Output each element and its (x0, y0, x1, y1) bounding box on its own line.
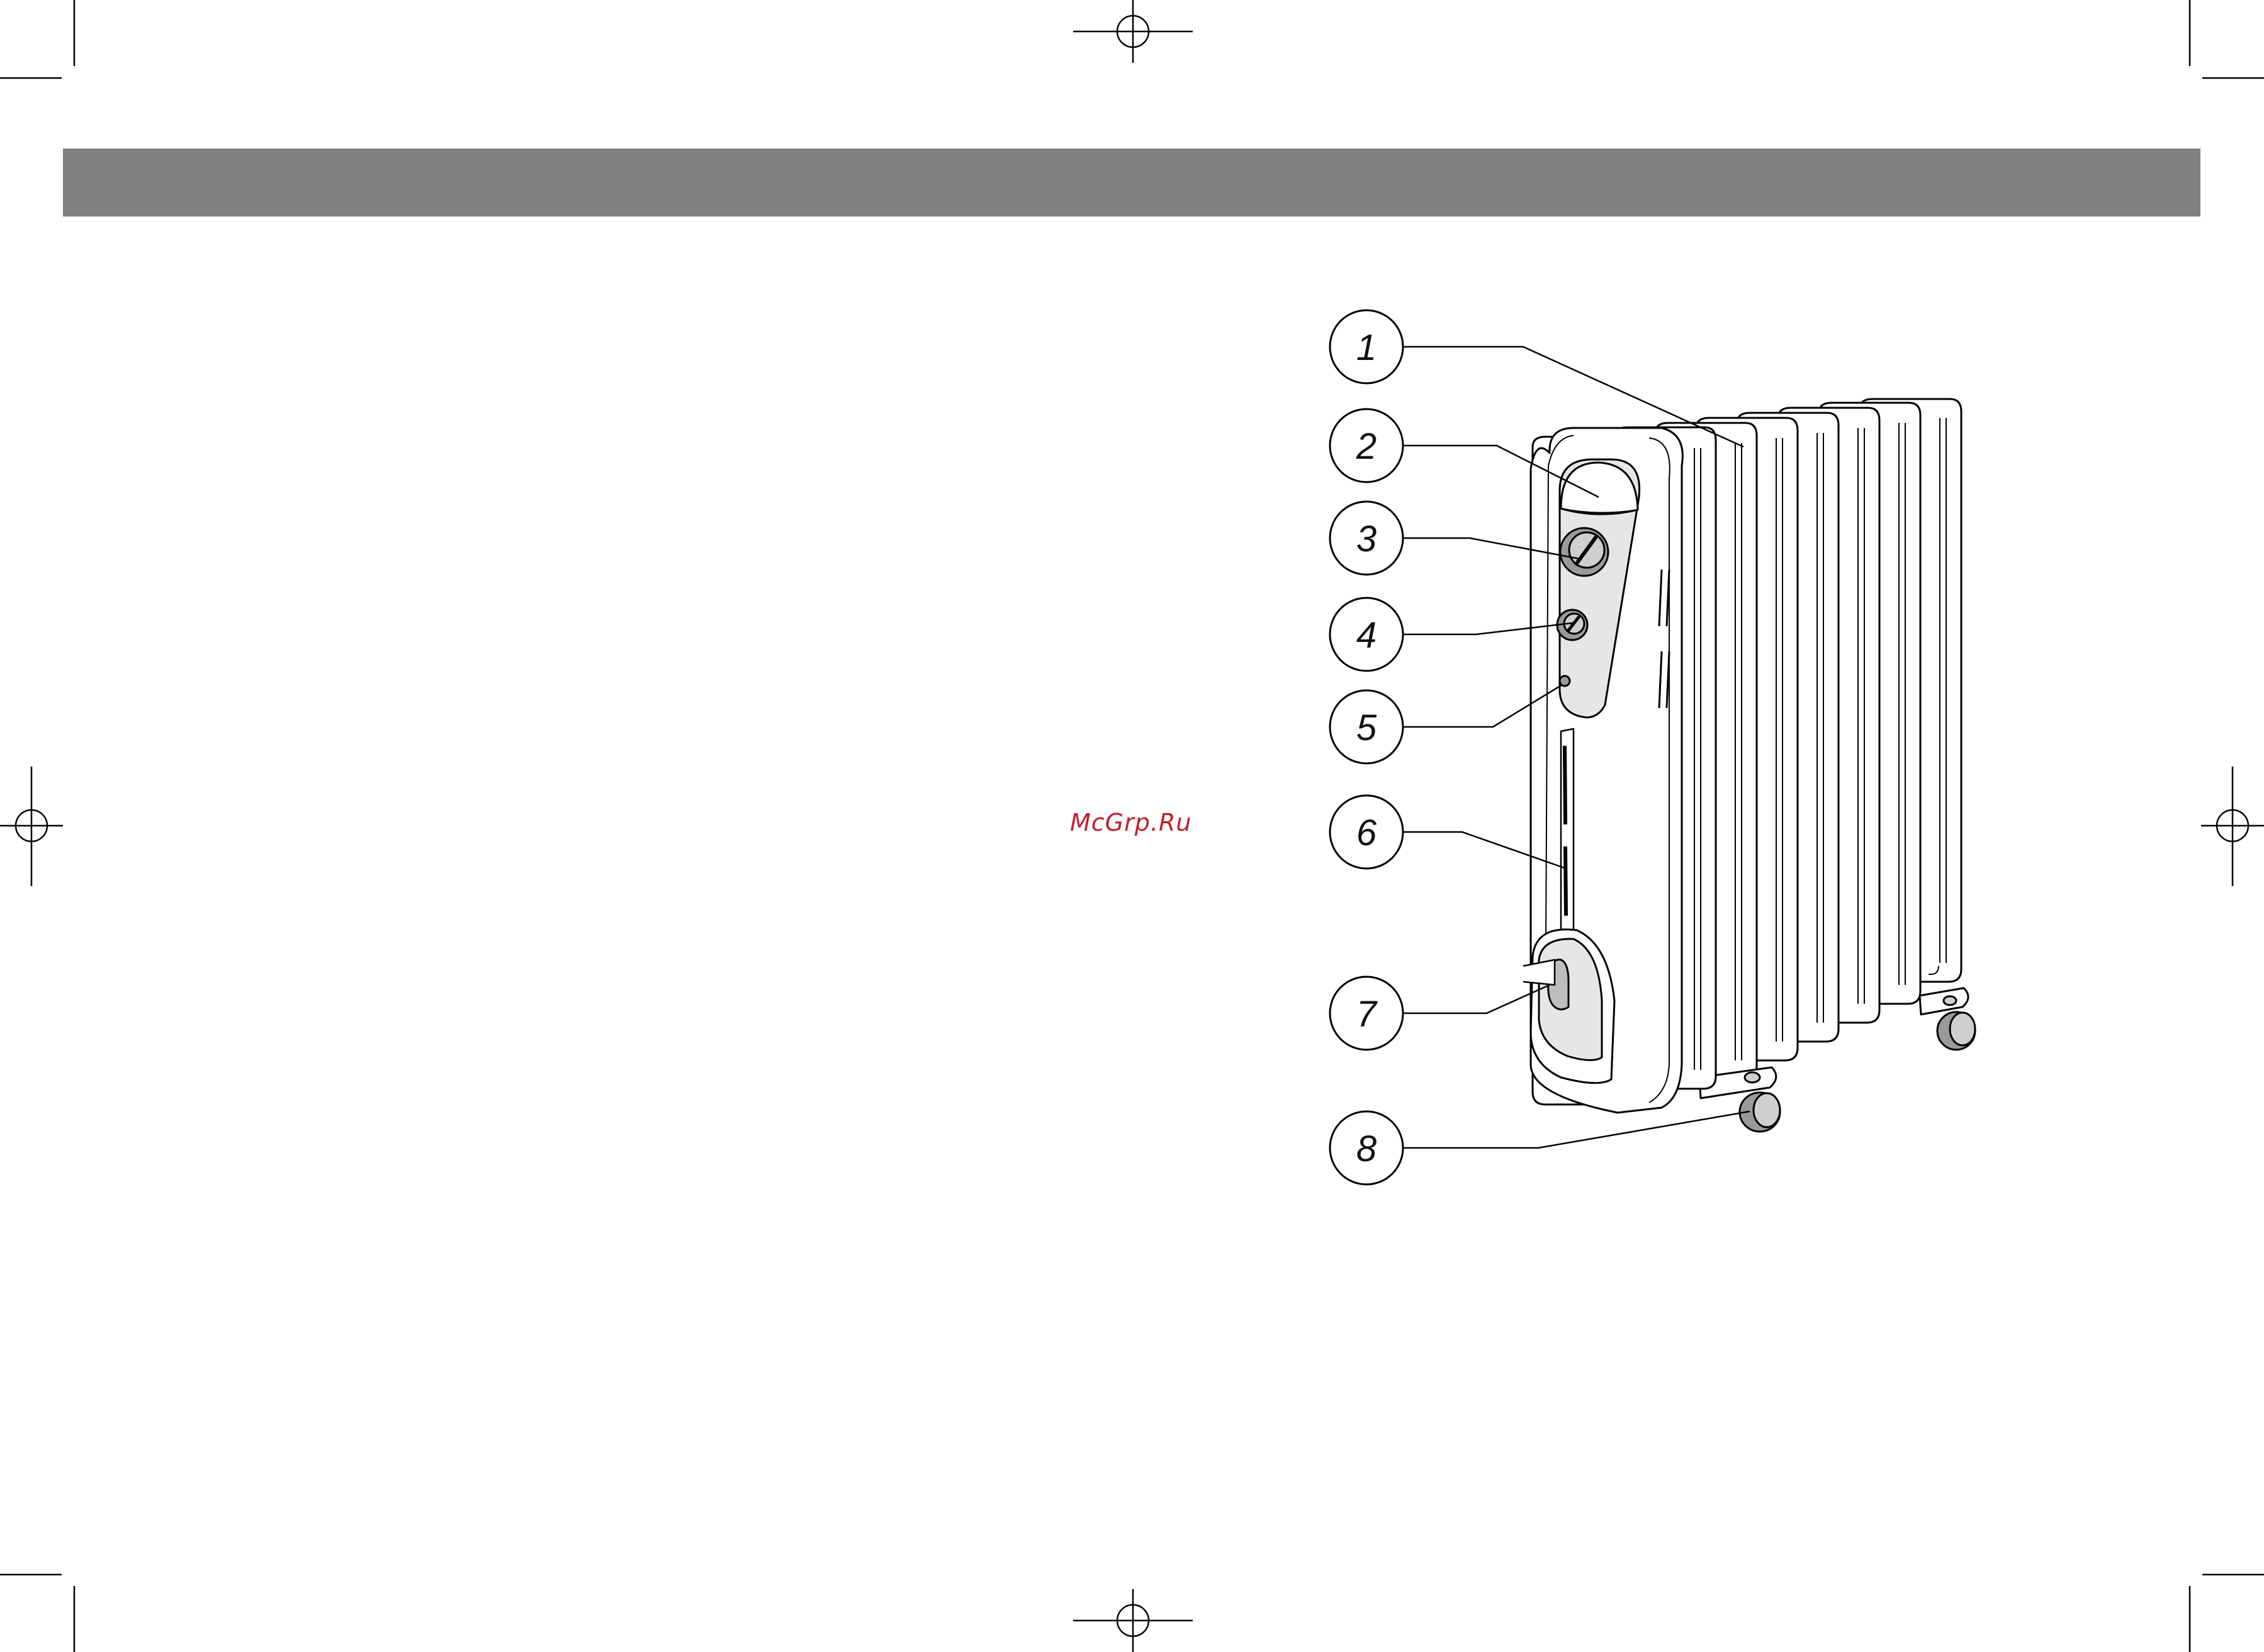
callout-6: 6 (1330, 795, 1403, 868)
thermostat-knob-icon (1560, 528, 1608, 576)
heater-illustration (1523, 399, 1975, 1132)
registration-mark-bottom (1073, 1589, 1193, 1652)
callout-5: 5 (1330, 690, 1403, 763)
registration-mark-left (0, 767, 63, 886)
svg-text:7: 7 (1356, 994, 1378, 1035)
svg-text:1: 1 (1356, 327, 1377, 368)
svg-text:6: 6 (1356, 812, 1377, 853)
svg-text:8: 8 (1356, 1128, 1377, 1169)
front-slots (1561, 729, 1574, 935)
svg-text:4: 4 (1356, 615, 1377, 656)
registration-mark-right (2201, 767, 2264, 886)
callout-8: 8 (1330, 1111, 1403, 1184)
svg-text:5: 5 (1356, 707, 1377, 748)
svg-text:3: 3 (1356, 519, 1377, 559)
callout-4: 4 (1330, 598, 1403, 671)
callout-2: 2 (1330, 409, 1403, 482)
svg-text:2: 2 (1356, 426, 1377, 467)
callout-7: 7 (1330, 977, 1403, 1050)
callout-1: 1 (1330, 310, 1403, 383)
callouts: 1 2 3 4 5 6 7 8 (1330, 310, 1403, 1184)
right-caster-icon (1920, 988, 1975, 1050)
callout-3: 3 (1330, 502, 1403, 575)
registration-mark-top (1073, 0, 1193, 63)
